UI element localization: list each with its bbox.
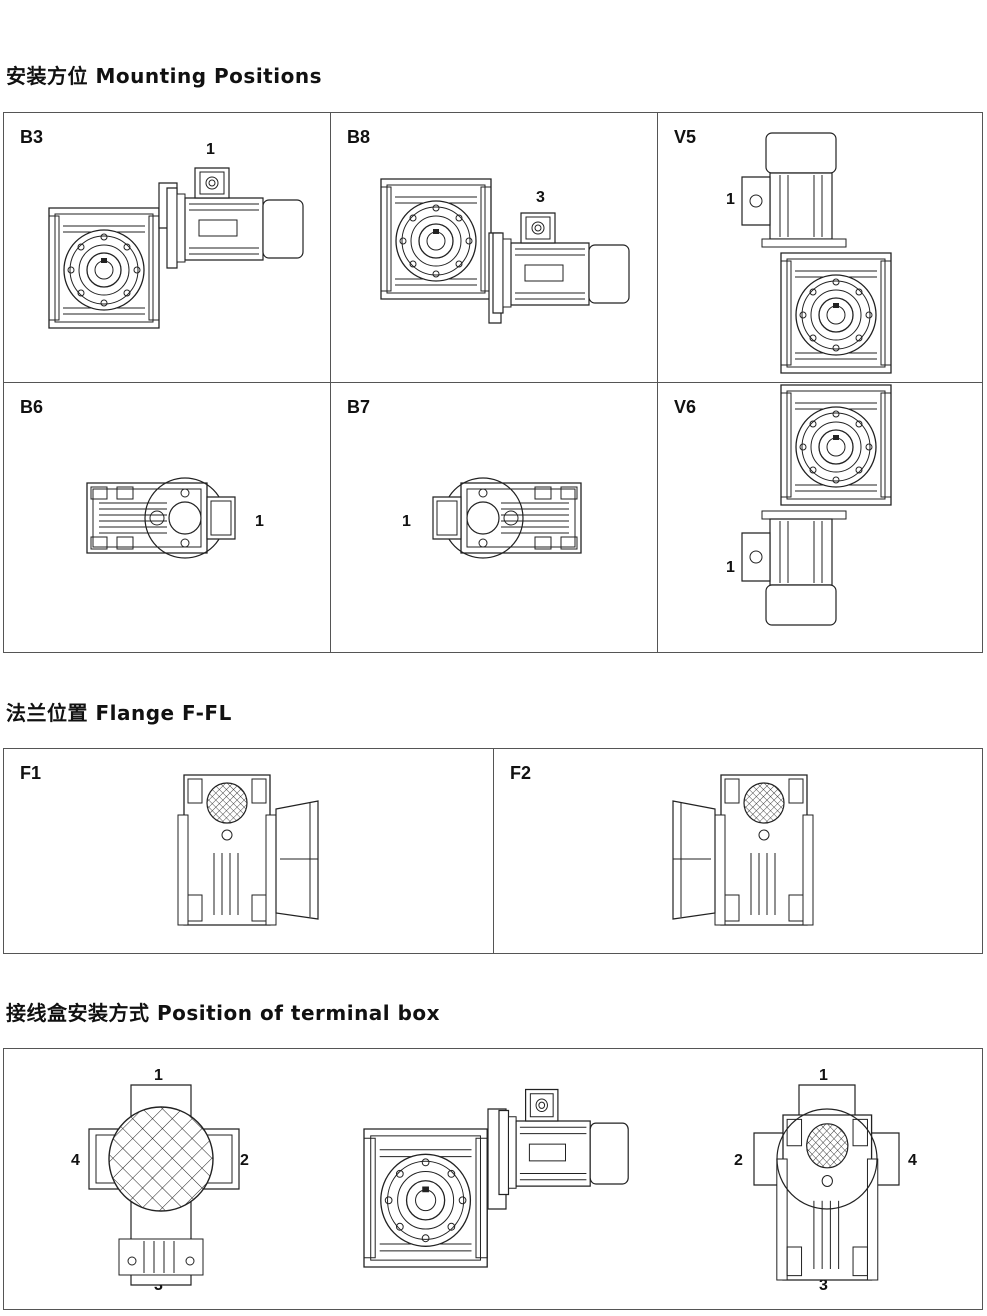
terminal-grid: 1 2 3 4 1 4 3 2: [3, 1048, 983, 1310]
flange-label: F2: [510, 763, 532, 783]
terminal-box-title: 接线盒安装方式 Position of terminal box: [6, 1001, 441, 1025]
terminal-marker-top: 1: [819, 1067, 828, 1084]
flange-title: 法兰位置 Flange F-FL: [6, 701, 232, 725]
gearmotor-b7-drawing: [432, 477, 582, 559]
cell-f2: F2: [494, 749, 982, 953]
position-label: B6: [20, 397, 44, 417]
gearmotor-b6-drawing: [86, 477, 236, 559]
terminal-marker-right: 4: [908, 1152, 917, 1169]
cell-v6: V6 1: [658, 383, 983, 652]
cell-f1: F1: [4, 749, 493, 953]
position-label: B3: [20, 127, 44, 147]
divider: [4, 382, 982, 383]
gearmotor-b3-drawing: [48, 167, 304, 329]
flange-f1-drawing: [177, 774, 493, 926]
terminal-marker-left: 4: [71, 1152, 80, 1169]
position-label: V6: [674, 397, 697, 417]
terminal-marker-right: 2: [240, 1152, 249, 1169]
flange-label: F1: [20, 763, 42, 783]
terminal-marker: 1: [402, 513, 411, 530]
terminal-marker: 1: [255, 513, 264, 530]
divider: [493, 749, 494, 953]
gearmotor-v6-drawing: [658, 384, 892, 652]
terminal-marker-left: 2: [734, 1152, 743, 1169]
cell-b7: B7 1: [331, 383, 657, 652]
cell-b8: B8 3: [331, 113, 657, 382]
flange-grid: F1 F2: [3, 748, 983, 954]
position-label: B7: [347, 397, 371, 417]
terminal-gearmotor-drawing: [363, 1088, 629, 1268]
cell-v5: V5 1: [658, 113, 983, 382]
terminal-gearbox-end-view-drawing: [4, 1049, 984, 1281]
terminal-marker: 3: [536, 189, 545, 206]
terminal-marker: 1: [726, 191, 735, 208]
cell-b3: B3 1: [4, 113, 330, 382]
terminal-marker-bottom: 3: [819, 1277, 828, 1294]
flange-f2-drawing: [494, 774, 814, 926]
position-label: V5: [674, 127, 697, 147]
terminal-marker: 1: [726, 559, 735, 576]
terminal-marker: 1: [206, 141, 215, 158]
terminal-end-view-drawing: [4, 1049, 304, 1309]
position-label: B8: [347, 127, 371, 147]
mounting-positions-title: 安装方位 Mounting Positions: [6, 64, 322, 88]
gearmotor-v5-drawing: [658, 113, 892, 374]
cell-b6: B6 1: [4, 383, 330, 652]
gearmotor-b8-drawing: [380, 178, 630, 382]
mounting-grid: B3 1 B8 3 V5 1: [3, 112, 983, 653]
terminal-marker-top: 1: [154, 1067, 163, 1084]
